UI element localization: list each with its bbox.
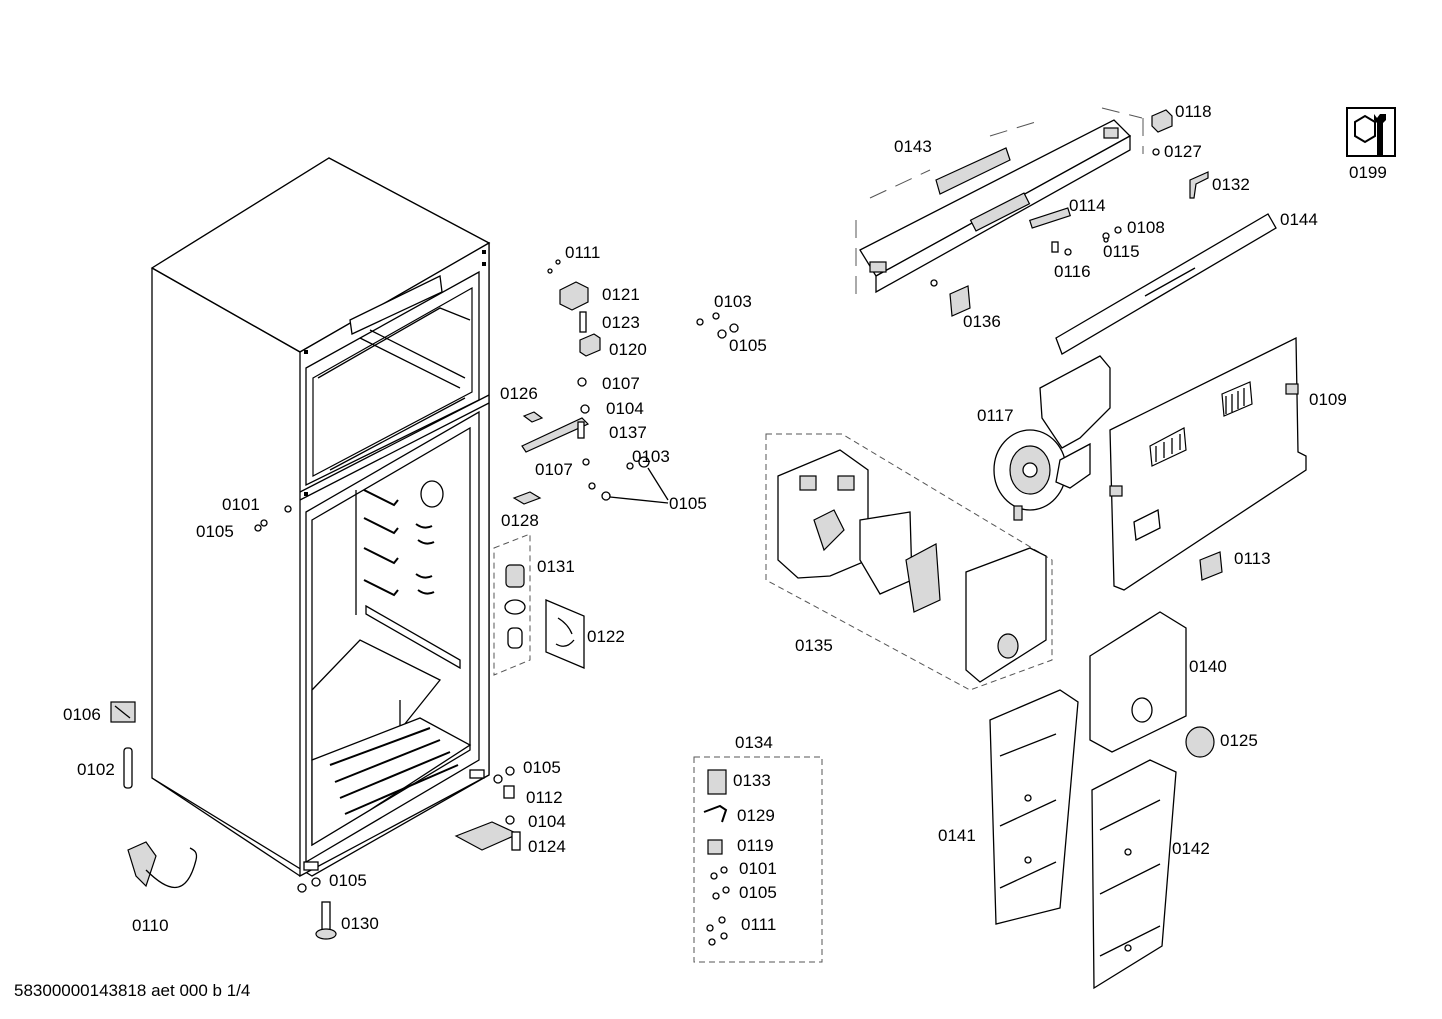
air-duct-left xyxy=(989,689,1079,925)
part-label-0112: 0112 xyxy=(526,788,563,807)
part-label-0134: 0134 xyxy=(735,733,773,752)
part-label-0114: 0114 xyxy=(1069,196,1106,215)
part-label-0137: 0137 xyxy=(609,423,647,442)
part-label-0105: 0105 xyxy=(729,336,767,355)
part-label-0126: 0126 xyxy=(500,384,538,403)
air-duct-right xyxy=(1091,759,1177,990)
part-label-0103: 0103 xyxy=(714,292,752,311)
part-label-0107: 0107 xyxy=(535,460,573,479)
part-label-0125: 0125 xyxy=(1220,731,1258,750)
part-label-0144: 0144 xyxy=(1280,210,1318,229)
cabinet-drawing xyxy=(150,157,491,878)
part-label-0101: 0101 xyxy=(739,859,777,878)
part-label-0133: 0133 xyxy=(733,771,771,790)
part-label-0122: 0122 xyxy=(587,627,625,646)
part-label-0142: 0142 xyxy=(1172,839,1210,858)
part-label-0111: 0111 xyxy=(565,243,601,262)
hinge-parts xyxy=(454,259,739,851)
part-label-0141: 0141 xyxy=(938,826,976,845)
part-label-0124: 0124 xyxy=(528,837,566,856)
rear-panel xyxy=(1109,336,1307,591)
part-label-0104: 0104 xyxy=(528,812,566,831)
part-label-0105: 0105 xyxy=(739,883,777,902)
part-label-0136: 0136 xyxy=(963,312,1001,331)
part-label-0130: 0130 xyxy=(341,914,379,933)
fan-assembly xyxy=(993,355,1111,521)
part-label-0127: 0127 xyxy=(1164,142,1202,161)
part-label-0132: 0132 xyxy=(1212,175,1250,194)
part-label-0116: 0116 xyxy=(1054,262,1091,281)
part-label-0121: 0121 xyxy=(602,285,640,304)
part-label-0110: 0110 xyxy=(132,916,169,935)
part-label-0123: 0123 xyxy=(602,313,640,332)
part-label-0105: 0105 xyxy=(196,522,234,541)
part-label-0105: 0105 xyxy=(329,871,367,890)
part-label-0135: 0135 xyxy=(795,636,833,655)
part-label-0143: 0143 xyxy=(894,137,932,156)
part-label-0120: 0120 xyxy=(609,340,647,359)
part-label-0128: 0128 xyxy=(501,511,539,530)
part-label-0199: 0199 xyxy=(1349,163,1387,182)
part-label-0131: 0131 xyxy=(537,557,575,576)
part-label-0101: 0101 xyxy=(222,495,260,514)
part-label-0118: 0118 xyxy=(1175,102,1212,121)
part-label-0115: 0115 xyxy=(1103,242,1140,261)
part-label-0105: 0105 xyxy=(669,494,707,513)
part-label-0117: 0117 xyxy=(977,406,1014,425)
part-label-0129: 0129 xyxy=(737,806,775,825)
cover-panel xyxy=(1089,611,1215,758)
part-label-0109: 0109 xyxy=(1309,390,1347,409)
part-label-0113: 0113 xyxy=(1234,549,1271,568)
control-panel xyxy=(855,107,1277,355)
part-label-0140: 0140 xyxy=(1189,657,1227,676)
part-label-0107: 0107 xyxy=(602,374,640,393)
small-parts-kit xyxy=(693,756,823,963)
part-label-0105: 0105 xyxy=(523,758,561,777)
duct-assembly xyxy=(765,433,1053,691)
part-label-0104: 0104 xyxy=(606,399,644,418)
part-label-0103: 0103 xyxy=(632,447,670,466)
left-small-parts xyxy=(110,505,337,940)
part-label-0119: 0119 xyxy=(737,836,774,855)
part-label-0108: 0108 xyxy=(1127,218,1165,237)
part-label-0106: 0106 xyxy=(63,705,101,724)
part-label-0111: 0111 xyxy=(741,915,777,934)
part-label-0102: 0102 xyxy=(77,760,115,779)
document-footer: 58300000143818 aet 000 b 1/4 xyxy=(14,981,251,1000)
wrench-nut-icon xyxy=(1346,107,1396,157)
